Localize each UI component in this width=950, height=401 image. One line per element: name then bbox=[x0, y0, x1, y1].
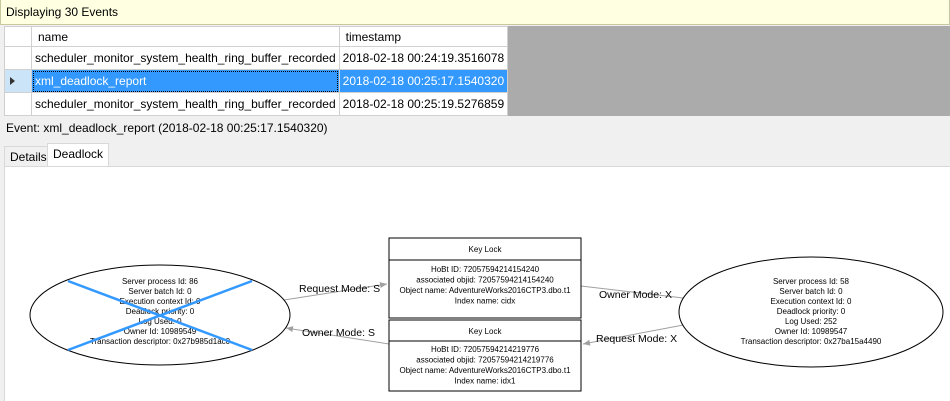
edge-label: Owner Mode: X bbox=[599, 289, 672, 301]
row-header-corner bbox=[4, 26, 32, 47]
cell-timestamp[interactable]: 2018-02-18 00:25:19.5276859 bbox=[338, 92, 509, 116]
edge-request-s bbox=[283, 282, 388, 301]
row-header[interactable] bbox=[4, 69, 32, 93]
events-grid[interactable]: name timestamp scheduler_monitor_system_… bbox=[4, 26, 950, 116]
node-detail-line: Execution context Id: 0 bbox=[120, 297, 201, 306]
node-detail-line: Server batch Id: 0 bbox=[128, 287, 192, 296]
victim-cross-icon bbox=[67, 279, 253, 352]
node-detail-line: Server batch Id: 0 bbox=[779, 287, 843, 296]
deadlock-graph: Request Mode: S Owner Mode: X Request Mo… bbox=[29, 237, 944, 392]
cell-timestamp[interactable]: 2018-02-18 00:25:17.1540320 bbox=[338, 69, 509, 93]
table-row-selected[interactable]: xml_deadlock_report 2018-02-18 00:25:17.… bbox=[4, 69, 509, 93]
node-detail-line: Transaction descriptor: 0x27b985d1ac0 bbox=[90, 337, 231, 346]
row-header[interactable] bbox=[4, 46, 32, 70]
edge-request-x bbox=[582, 322, 695, 346]
node-detail-line: Log Used: 0 bbox=[138, 317, 182, 326]
column-header-timestamp[interactable]: timestamp bbox=[338, 26, 509, 47]
node-detail-line: Execution context Id: 0 bbox=[771, 297, 852, 306]
cell-name[interactable]: xml_deadlock_report bbox=[31, 69, 340, 93]
edge-label: Request Mode: X bbox=[596, 333, 677, 345]
event-count: Displaying 30 Events bbox=[6, 5, 119, 19]
node-detail-line: Deadlock priority: 0 bbox=[777, 307, 846, 316]
edge-owner-s bbox=[285, 326, 390, 345]
node-detail-line: Index name: idx1 bbox=[455, 377, 516, 386]
grid-header: name timestamp bbox=[4, 26, 509, 47]
cell-name[interactable]: scheduler_monitor_system_health_ring_buf… bbox=[31, 92, 340, 116]
row-header[interactable] bbox=[4, 92, 32, 116]
current-row-arrow-icon bbox=[10, 77, 15, 85]
node-detail-line: associated objid: 72057594214219776 bbox=[416, 356, 554, 365]
lock-title: Key Lock bbox=[469, 327, 503, 336]
edge-owner-x bbox=[580, 285, 693, 302]
node-detail-line: Server process Id: 58 bbox=[773, 277, 850, 286]
node-detail-line: HoBt ID: 72057594214154240 bbox=[431, 265, 540, 274]
key-lock-node[interactable]: Key Lock HoBt ID: 72057594214219776 assoc… bbox=[388, 319, 582, 392]
column-header-name[interactable]: name bbox=[31, 26, 340, 47]
cell-name[interactable]: scheduler_monitor_system_health_ring_buf… bbox=[31, 46, 340, 70]
tab-deadlock[interactable]: Deadlock bbox=[47, 143, 110, 168]
node-detail-line: Object name: AdventureWorks2016CTP3.dbo.… bbox=[399, 366, 571, 375]
cell-timestamp[interactable]: 2018-02-18 00:24:19.3516078 bbox=[338, 46, 509, 70]
node-detail-line: associated objid: 72057594214154240 bbox=[416, 276, 554, 285]
node-detail-line: Deadlock priority: 0 bbox=[126, 307, 195, 316]
node-detail-line: HoBt ID: 72057594214219776 bbox=[431, 345, 540, 354]
tab-details[interactable]: Details bbox=[4, 146, 53, 167]
table-row[interactable]: scheduler_monitor_system_health_ring_buf… bbox=[4, 46, 509, 70]
node-detail-line: Server process Id: 86 bbox=[122, 277, 199, 286]
lock-title: Key Lock bbox=[469, 245, 503, 254]
table-row[interactable]: scheduler_monitor_system_health_ring_buf… bbox=[4, 92, 509, 116]
node-detail-line: Owner Id: 10989547 bbox=[775, 327, 848, 336]
event-title: Event: xml_deadlock_report (2018-02-18 0… bbox=[6, 121, 328, 135]
node-detail-line: Object name: AdventureWorks2016CTP3.dbo.… bbox=[399, 286, 571, 295]
deadlock-graph-panel: Request Mode: S Owner Mode: X Request Mo… bbox=[4, 166, 950, 401]
node-detail-line: Log Used: 252 bbox=[785, 317, 838, 326]
node-detail-line: Index name: cidx bbox=[455, 297, 515, 306]
status-bar: Displaying 30 Events bbox=[0, 0, 950, 25]
edge-label: Owner Mode: S bbox=[302, 327, 375, 339]
key-lock-node[interactable]: Key Lock HoBt ID: 72057594214154240 assoc… bbox=[388, 237, 582, 319]
node-detail-line: Owner Id: 10989549 bbox=[124, 327, 197, 336]
node-detail-line: Transaction descriptor: 0x27ba15a4490 bbox=[741, 337, 882, 346]
edge-label: Request Mode: S bbox=[299, 283, 380, 295]
